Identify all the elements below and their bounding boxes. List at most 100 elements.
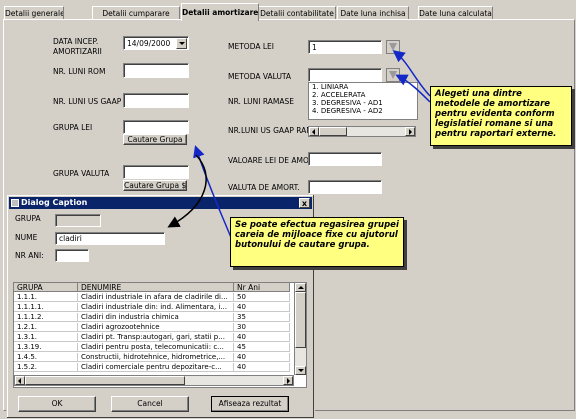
metoda-options-list[interactable]: 1. LINIARA 2. ACCELERATA 3. DEGRESIVA - … — [308, 82, 418, 120]
grupa-valuta-input[interactable] — [123, 165, 189, 179]
metoda-valuta-input[interactable] — [308, 68, 382, 82]
table-row[interactable]: 1.3.1.Cladiri pt. Transp:autogari, gari,… — [14, 333, 290, 342]
table-cell-denumire: Cladiri din industria chimica — [78, 313, 234, 322]
valuta-de-amort-input[interactable] — [308, 180, 382, 194]
horizontal-scrollbar[interactable] — [308, 126, 416, 137]
table-cell-grupa: 1.2.1. — [14, 323, 78, 332]
dialog-titlebar[interactable]: Dialog Caption x — [9, 197, 312, 209]
tab-detalii-cumparare[interactable]: Detalii cumparare — [92, 6, 180, 20]
grupa-table[interactable]: GRUPA DENUMIRE Nr Ani 1.1.1.Cladiri indu… — [13, 282, 307, 388]
chevron-down-icon[interactable] — [176, 38, 187, 49]
table-cell-nr-ani: 40 — [234, 363, 290, 372]
nr-luni-us-gaap-input[interactable] — [123, 93, 189, 108]
nr-luni-rom-input[interactable] — [123, 63, 189, 78]
tab-date-luna-calculata[interactable]: Date luna calculata — [418, 6, 493, 20]
filter-icon[interactable] — [386, 40, 400, 54]
table-cell-denumire: Cladiri industriale din: ind. Alimentara… — [78, 303, 234, 312]
cancel-button[interactable]: Cancel — [111, 396, 189, 412]
scroll-thumb[interactable] — [25, 376, 185, 385]
window-icon — [11, 199, 19, 207]
tab-detalii-contabilitate[interactable]: Detalii contabilitate — [258, 6, 336, 20]
list-item[interactable]: 1. LINIARA — [312, 83, 349, 91]
list-item[interactable]: 4. DEGRESIVA - AD2 — [312, 107, 383, 115]
list-item[interactable]: 2. ACCELERATA — [312, 91, 366, 99]
grupa-lei-input[interactable] — [123, 120, 189, 134]
table-row[interactable]: 1.1.1.Cladiri industriale in afara de cl… — [14, 293, 290, 302]
table-cell-nr-ani: 50 — [234, 293, 290, 302]
tab-date-luna-inchisa[interactable]: Date luna inchisa — [337, 6, 409, 20]
dialog-nr-ani-input[interactable] — [55, 249, 89, 262]
table-row[interactable]: 1.4.5.Constructii, hidrotehnice, hidrome… — [14, 353, 290, 362]
nr-luni-us-gaap-label: NR. LUNI US GAAP — [53, 97, 122, 106]
scroll-thumb[interactable] — [295, 292, 306, 348]
table-cell-grupa: 1.3.1. — [14, 333, 78, 342]
cautare-grupa-button[interactable]: Cautare Grupa — [123, 134, 187, 145]
nr-luni-us-gaap-ram-label: NR.LUNI US GAAP RAM. — [228, 126, 316, 135]
table-row[interactable]: 1.1.1.1.Cladiri industriale din: ind. Al… — [14, 303, 290, 312]
filter-icon[interactable] — [386, 68, 400, 82]
afiseaza-rezultat-button[interactable]: Afiseaza rezultat — [211, 396, 289, 412]
ok-button[interactable]: OK — [18, 396, 96, 412]
table-cell-grupa: 1.1.1.2. — [14, 313, 78, 322]
table-cell-denumire: Cladiri pentru posta, telecomunicatii: c… — [78, 343, 234, 352]
close-icon[interactable]: x — [299, 198, 310, 208]
grupa-valuta-label: GRUPA VALUTA — [53, 169, 110, 178]
dialog-title: Dialog Caption — [21, 198, 88, 207]
scroll-right-icon[interactable] — [283, 376, 293, 385]
table-cell-grupa: 1.4.5. — [14, 353, 78, 362]
list-item[interactable]: 3. DEGRESIVA - AD1 — [312, 99, 383, 107]
scroll-thumb[interactable] — [319, 127, 347, 136]
column-header-denumire[interactable]: DENUMIRE — [78, 283, 234, 292]
callout-grupa: Se poate efectua regasirea grupei careia… — [230, 217, 404, 267]
vertical-scrollbar[interactable] — [294, 283, 306, 375]
table-cell-grupa: 1.1.1. — [14, 293, 78, 302]
table-cell-denumire: Constructii, hidrotehnice, hidrometrice,… — [78, 353, 234, 362]
table-cell-nr-ani: 40 — [234, 333, 290, 342]
table-cell-denumire: Cladiri agrozootehnice — [78, 323, 234, 332]
data-incep-dropdown[interactable]: 14/09/2000 — [123, 36, 189, 50]
nr-luni-rom-label: NR. LUNI ROM — [53, 67, 106, 76]
scroll-right-icon[interactable] — [405, 127, 415, 136]
dialog-nr-ani-label: NR ANI: — [15, 251, 44, 260]
table-horizontal-scrollbar[interactable] — [14, 375, 294, 386]
dialog-grupa-label: GRUPA — [15, 214, 41, 223]
scroll-down-icon[interactable] — [295, 366, 306, 375]
metoda-valuta-label: METODA VALUTA — [228, 72, 292, 81]
table-cell-nr-ani: 45 — [234, 343, 290, 352]
table-row[interactable]: 1.3.19.Cladiri pentru posta, telecomunic… — [14, 343, 290, 352]
cautare-grupa-usd-button[interactable]: Cautare Grupa $ — [123, 180, 187, 191]
table-cell-grupa: 1.1.1.1. — [14, 303, 78, 312]
column-header-nr-ani[interactable]: Nr Ani — [234, 283, 290, 292]
table-cell-nr-ani: 35 — [234, 313, 290, 322]
tab-detalii-amortizare[interactable]: Detalii amortizare — [181, 3, 259, 21]
tab-detalii-generale[interactable]: Detalii generale — [4, 6, 64, 20]
grupa-lei-label: GRUPA LEI — [53, 123, 93, 132]
dialog-nume-label: NUME — [15, 233, 38, 242]
valoare-lei-input[interactable] — [308, 152, 382, 166]
table-cell-grupa: 1.5.2. — [14, 363, 78, 372]
table-cell-denumire: Cladiri pt. Transp:autogari, gari, stati… — [78, 333, 234, 342]
metoda-lei-label: METODA LEI — [228, 42, 274, 51]
table-cell-denumire: Cladiri industriale in afara de cladiril… — [78, 293, 234, 302]
scroll-left-icon[interactable] — [309, 127, 319, 136]
table-cell-nr-ani: 30 — [234, 323, 290, 332]
dialog-grupa-input[interactable] — [55, 214, 101, 227]
callout-metode: Alegeti una dintre metodele de amortizar… — [430, 86, 572, 146]
column-header-grupa[interactable]: GRUPA — [14, 283, 78, 292]
table-cell-grupa: 1.3.19. — [14, 343, 78, 352]
data-incep-value: 14/09/2000 — [127, 39, 171, 48]
scroll-left-icon[interactable] — [15, 376, 25, 385]
metoda-lei-input[interactable]: 1 — [308, 40, 382, 54]
dialog-nume-input[interactable]: cladiri — [55, 232, 165, 245]
data-incep-label: DATA INCEP. AMORTIZARII — [53, 37, 102, 56]
metoda-lei-value: 1 — [312, 43, 317, 52]
nr-luni-ramase-label: NR. LUNI RAMASE — [228, 97, 294, 106]
dialog-nume-value: cladiri — [59, 234, 82, 243]
table-cell-nr-ani: 40 — [234, 303, 290, 312]
tab-bar: Detalii generale Detalii cumparare Detal… — [0, 0, 576, 21]
table-cell-nr-ani: 40 — [234, 353, 290, 362]
scroll-up-icon[interactable] — [295, 283, 306, 292]
table-row[interactable]: 1.5.2.Cladiri comerciale pentru depozita… — [14, 363, 290, 372]
